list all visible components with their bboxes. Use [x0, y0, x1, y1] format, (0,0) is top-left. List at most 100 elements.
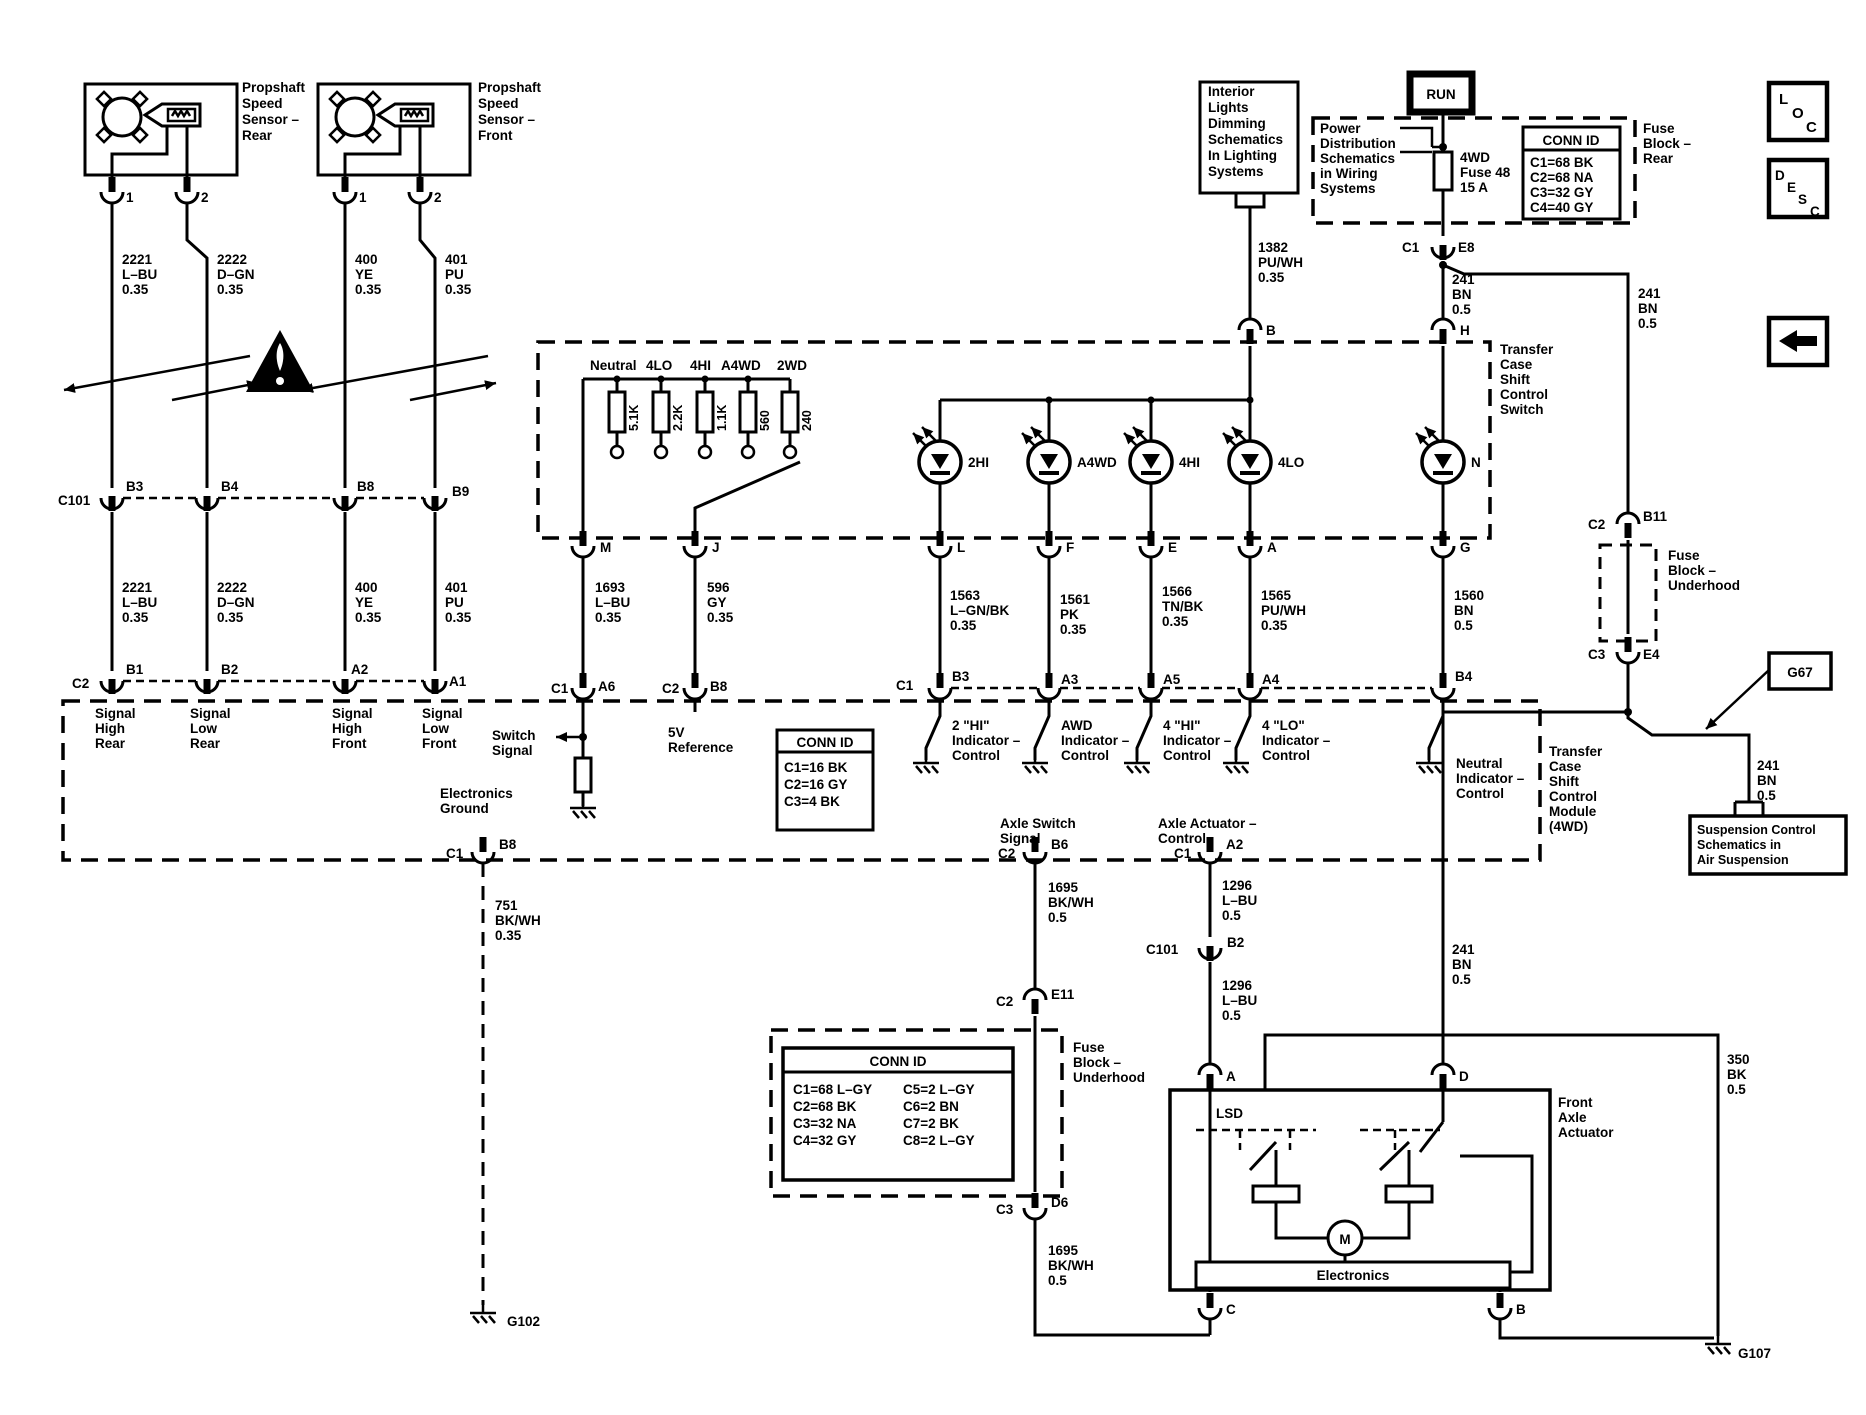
svg-text:Underhood: Underhood	[1073, 1070, 1145, 1085]
suspension-reference: Suspension Control Schematics in Air Sus…	[1688, 800, 1848, 876]
svg-text:0.35: 0.35	[1258, 270, 1285, 285]
svg-text:Control: Control	[1549, 789, 1597, 804]
propshaft-speed-sensor-rear: Propshaft Speed Sensor – Rear 1 2	[83, 80, 306, 205]
pin-2-label: 2	[201, 190, 209, 205]
run-power-feed: RUN Power Distribution Schematics in Wir…	[1311, 70, 1692, 513]
svg-text:Control: Control	[1262, 748, 1310, 763]
transfer-case-shift-control-switch: Transfer Case Shift Control Switch Neutr…	[536, 317, 1554, 559]
twisted-pair-arrow	[171, 380, 259, 402]
twisted-pair-arrow	[63, 354, 251, 393]
svg-text:L–GN/BK: L–GN/BK	[950, 603, 1010, 618]
svg-text:0.5: 0.5	[1452, 972, 1471, 987]
module-top-connectors: C1 A6 C2 B8 C1 B3 A3 A5 A4 B4	[551, 669, 1473, 701]
pin-1-label: 1	[126, 190, 134, 205]
svg-text:Control: Control	[1061, 748, 1109, 763]
module-dashed-outline	[61, 699, 1542, 862]
svg-text:C: C	[1806, 119, 1817, 136]
resistor-a4wd: 560	[738, 379, 772, 460]
svg-text:C3: C3	[1588, 647, 1606, 662]
svg-text:C3=4 BK: C3=4 BK	[784, 794, 840, 809]
svg-text:M: M	[600, 540, 611, 555]
svg-text:C: C	[1226, 1302, 1236, 1317]
svg-text:560: 560	[758, 410, 772, 431]
svg-text:0.35: 0.35	[122, 610, 149, 625]
svg-text:0.35: 0.35	[1162, 614, 1189, 629]
svg-text:Signal: Signal	[422, 706, 463, 721]
svg-text:C6=2 BN: C6=2 BN	[903, 1099, 959, 1114]
svg-text:2222: 2222	[217, 580, 247, 595]
connector-c101-row: C101 B3 B4 B8 B9	[58, 479, 469, 513]
svg-text:C1: C1	[896, 678, 914, 693]
svg-text:Block –: Block –	[1643, 136, 1692, 151]
wire-350	[1263, 1033, 1720, 1336]
led-icon	[917, 439, 963, 485]
svg-text:A2: A2	[1226, 837, 1243, 852]
svg-text:0.5: 0.5	[1757, 788, 1776, 803]
driver-4hi: 4 "HI" Indicator – Control	[1122, 699, 1232, 775]
svg-text:Ground: Ground	[440, 801, 489, 816]
svg-text:BN: BN	[1757, 773, 1777, 788]
svg-text:A4WD: A4WD	[721, 358, 761, 373]
svg-text:Signal: Signal	[190, 706, 231, 721]
svg-text:C1: C1	[1402, 240, 1420, 255]
svg-text:1695: 1695	[1048, 1243, 1079, 1258]
svg-text:Rear: Rear	[190, 736, 221, 751]
c101-label: C101	[58, 493, 91, 508]
pulldown-resistor	[573, 756, 593, 794]
svg-text:G67: G67	[1787, 665, 1813, 680]
svg-text:N: N	[1471, 455, 1481, 470]
svg-text:Suspension Control: Suspension Control	[1697, 823, 1816, 837]
back-arrow-button[interactable]	[1766, 315, 1830, 368]
svg-text:0.35: 0.35	[950, 618, 977, 633]
axle-actuator-control-run: 1296 L–BU 0.5 C101 B2 1296 L–BU 0.5 A	[1146, 863, 1257, 1091]
svg-text:B2: B2	[1227, 935, 1244, 950]
actuator-box	[1168, 1088, 1552, 1292]
svg-text:GY: GY	[707, 595, 727, 610]
svg-text:BN: BN	[1454, 603, 1474, 618]
actuator-contact	[1251, 1184, 1301, 1204]
svg-text:15 A: 15 A	[1460, 180, 1488, 195]
svg-text:B8: B8	[499, 837, 517, 852]
svg-text:PK: PK	[1060, 607, 1079, 622]
lsd-linkage-dashed	[1196, 1128, 1440, 1150]
loc-button[interactable]: L O C	[1766, 80, 1830, 143]
svg-text:0.35: 0.35	[595, 610, 622, 625]
svg-text:Signal: Signal	[1000, 831, 1041, 846]
svg-text:1296: 1296	[1222, 978, 1253, 993]
svg-text:2HI: 2HI	[968, 455, 989, 470]
svg-text:C3=32 NA: C3=32 NA	[793, 1116, 857, 1131]
pin-1-label: 1	[359, 190, 367, 205]
svg-text:Block –: Block –	[1073, 1055, 1122, 1070]
indicator-led-4lo: 4LO	[1223, 427, 1304, 485]
svg-text:401: 401	[445, 252, 468, 267]
svg-text:CONN ID: CONN ID	[797, 735, 854, 750]
desc-button[interactable]: D E S C	[1766, 157, 1830, 220]
svg-text:Dimming: Dimming	[1208, 116, 1266, 131]
svg-text:A4: A4	[1262, 672, 1280, 687]
svg-text:4HI: 4HI	[1179, 455, 1200, 470]
svg-text:Sensor –: Sensor –	[478, 112, 536, 127]
svg-text:Signal: Signal	[95, 706, 136, 721]
svg-text:C2: C2	[662, 681, 679, 696]
svg-text:0.35: 0.35	[707, 610, 734, 625]
lsd-label: LSD	[1216, 1106, 1243, 1121]
svg-text:0.35: 0.35	[1261, 618, 1288, 633]
svg-text:1693: 1693	[595, 580, 626, 595]
svg-text:Indicator –: Indicator –	[1456, 771, 1525, 786]
svg-text:L–BU: L–BU	[1222, 993, 1257, 1008]
svg-text:B3: B3	[952, 669, 970, 684]
svg-text:Shift: Shift	[1549, 774, 1579, 789]
svg-text:E: E	[1787, 180, 1796, 195]
svg-text:B: B	[1516, 1302, 1526, 1317]
svg-text:L: L	[957, 540, 965, 555]
indicator-led-4hi: 4HI	[1124, 427, 1200, 485]
switch-name: Transfer	[1500, 342, 1554, 357]
g102-label: G102	[507, 1314, 540, 1329]
svg-text:L–BU: L–BU	[1222, 893, 1257, 908]
svg-text:Fuse 48: Fuse 48	[1460, 165, 1511, 180]
svg-text:0.5: 0.5	[1727, 1082, 1746, 1097]
svg-text:A6: A6	[598, 679, 616, 694]
svg-text:Control: Control	[1456, 786, 1504, 801]
actuator-internal-circuit: M Electronics	[1194, 1090, 1534, 1292]
svg-text:PU/WH: PU/WH	[1258, 255, 1303, 270]
